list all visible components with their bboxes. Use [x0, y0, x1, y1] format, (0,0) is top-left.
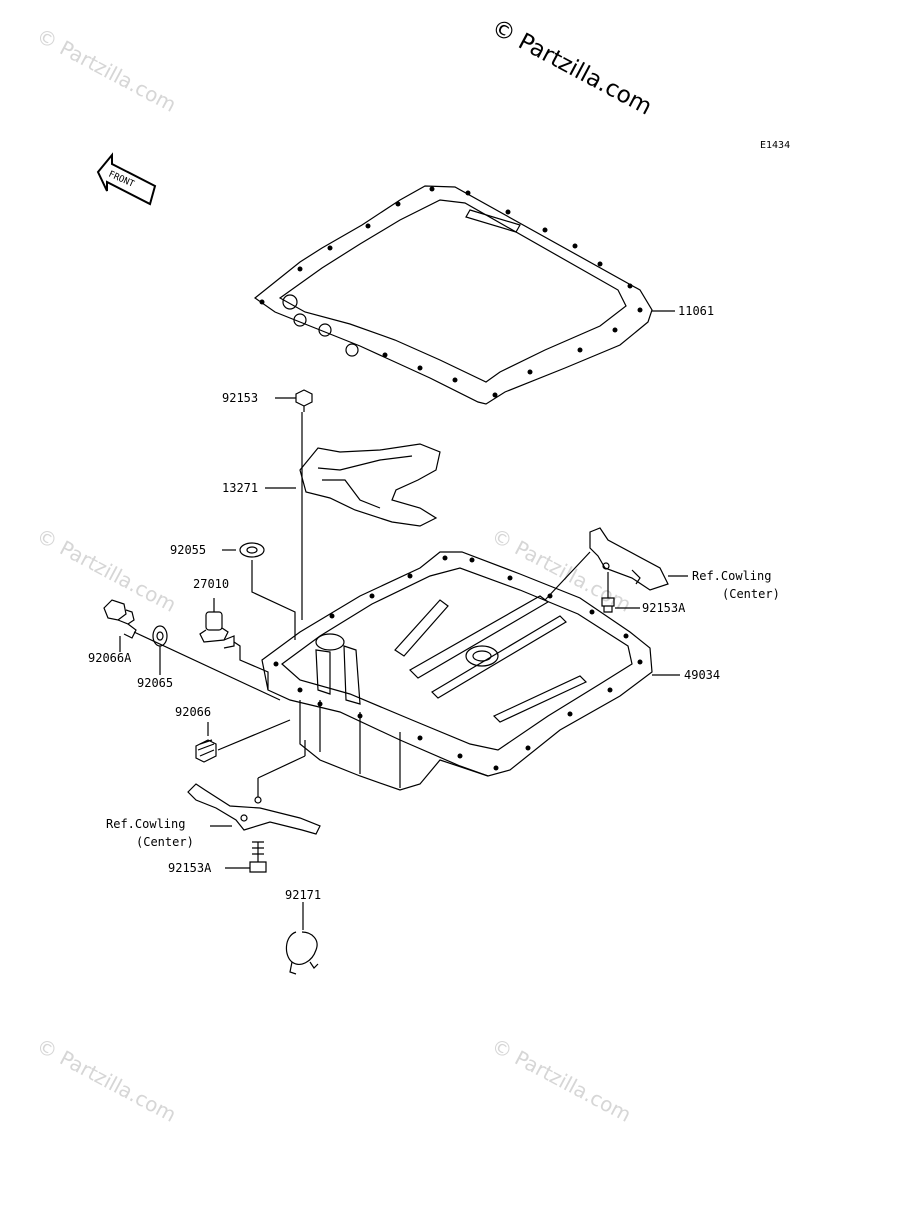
washer-92065-drawing — [152, 625, 168, 675]
part-label-92065: 92065 — [137, 676, 173, 690]
ref-cowling-left-line2: (Center) — [136, 835, 194, 849]
ref-cowling-right-line1: Ref.Cowling — [692, 569, 771, 583]
watermark-bottom-left: © Partzilla.com — [33, 1033, 181, 1127]
washer-92055-drawing — [222, 542, 296, 640]
part-label-92066: 92066 — [175, 705, 211, 719]
oil-pan-49034-drawing — [261, 551, 680, 791]
bolt-92153A-left-drawing — [225, 841, 267, 873]
clamp-92171-drawing — [285, 902, 319, 975]
bracket-right-drawing — [544, 527, 688, 601]
part-label-49034: 49034 — [684, 668, 720, 682]
part-label-92153A-right: 92153A — [642, 601, 686, 615]
part-label-92055: 92055 — [170, 543, 206, 557]
part-label-92153A-left: 92153A — [168, 861, 212, 875]
front-arrow-icon: FRONT — [96, 152, 157, 206]
plate-13271-drawing — [265, 443, 441, 527]
switch-27010-drawing — [199, 598, 269, 690]
part-label-92066A: 92066A — [88, 651, 132, 665]
watermark-mid-left: © Partzilla.com — [33, 523, 181, 617]
plug-92066-drawing — [195, 719, 291, 763]
part-label-13271: 13271 — [222, 481, 258, 495]
watermark-bottom-right: © Partzilla.com — [488, 1033, 636, 1127]
watermark-top-left: © Partzilla.com — [33, 23, 181, 117]
bolt-92153A-right-drawing — [601, 572, 640, 613]
diagram-code: E1434 — [760, 140, 790, 151]
ref-cowling-left-line1: Ref.Cowling — [106, 817, 185, 831]
watermark-main: © Partzilla.com — [487, 14, 656, 120]
part-label-11061: 11061 — [678, 304, 714, 318]
bracket-left-drawing — [187, 740, 321, 835]
gasket-11061-drawing — [253, 185, 675, 405]
ref-cowling-right-line2: (Center) — [722, 587, 780, 601]
part-label-27010: 27010 — [193, 577, 229, 591]
part-label-92153: 92153 — [222, 391, 258, 405]
part-label-92171: 92171 — [285, 888, 321, 902]
plug-92066A-drawing — [103, 599, 281, 701]
bolt-92153-drawing — [275, 389, 313, 620]
